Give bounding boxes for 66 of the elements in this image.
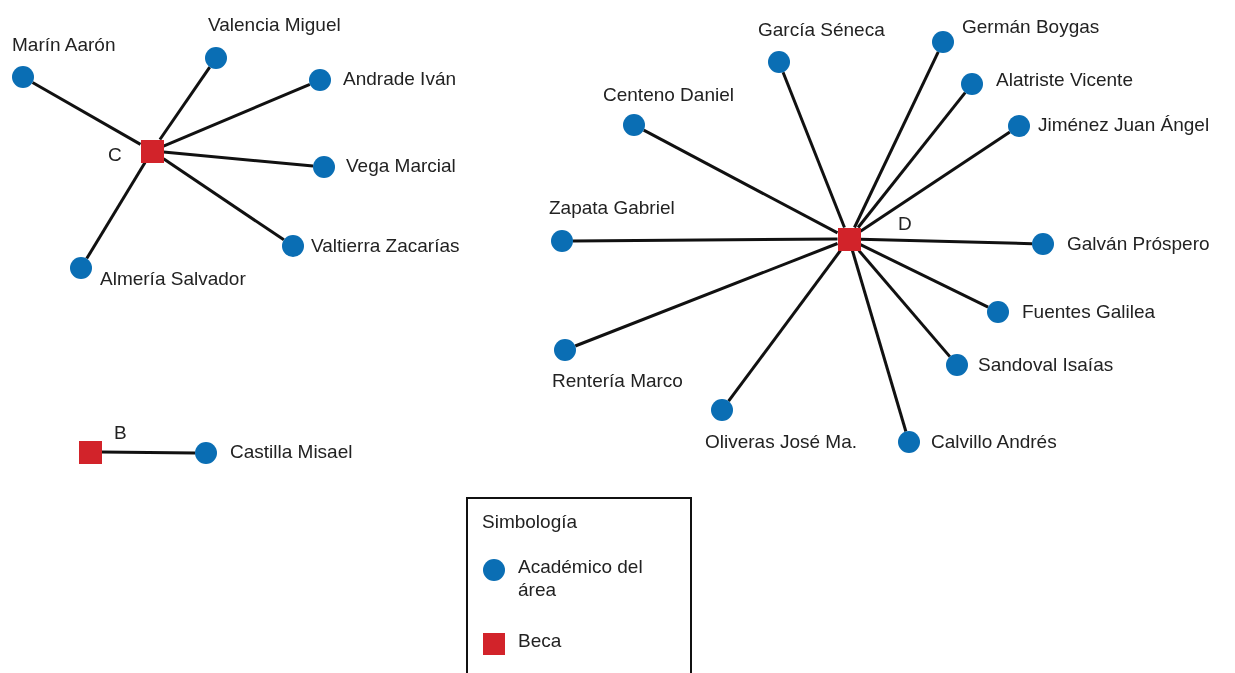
connector-line xyxy=(853,51,940,229)
name-label: Galván Próspero xyxy=(1067,233,1210,255)
member-dot xyxy=(961,73,983,95)
legend-text: Beca xyxy=(518,630,563,653)
member-dot xyxy=(623,114,645,136)
member-dot xyxy=(946,354,968,376)
connector-line xyxy=(856,91,967,229)
name-label: Valencia Miguel xyxy=(208,14,341,36)
member-dot xyxy=(1032,233,1054,255)
legend-title: Simbología xyxy=(482,511,578,534)
grant-square xyxy=(140,139,164,163)
connector-line xyxy=(857,249,951,358)
member-dot xyxy=(282,235,304,257)
connector-line xyxy=(31,81,142,146)
connector-line xyxy=(162,82,311,148)
name-label: Centeno Daniel xyxy=(603,84,734,106)
name-label: Andrade Iván xyxy=(343,68,457,90)
grant-label: C xyxy=(108,144,122,166)
name-label: Marín Aarón xyxy=(12,34,116,56)
member-dot xyxy=(987,301,1009,323)
connector-line xyxy=(850,250,908,432)
name-label: Rentería Marco xyxy=(552,370,683,392)
grant-square xyxy=(837,227,861,251)
name-label: Oliveras José Ma. xyxy=(705,431,858,453)
connector-line xyxy=(859,130,1011,233)
connector-line xyxy=(85,161,147,260)
connector-line xyxy=(727,249,842,403)
connector-line xyxy=(163,150,314,168)
connector-line xyxy=(573,237,838,243)
name-label: Alatriste Vicente xyxy=(996,69,1133,91)
grant-label: B xyxy=(114,422,127,444)
member-dot xyxy=(551,230,573,252)
member-dot xyxy=(711,399,733,421)
name-label: Fuentes Galilea xyxy=(1022,301,1156,323)
member-dot xyxy=(1008,115,1030,137)
name-label: Calvillo Andrés xyxy=(931,431,1057,453)
member-dot xyxy=(309,69,331,91)
connector-line xyxy=(859,243,989,309)
name-label: Valtierra Zacarías xyxy=(311,235,460,257)
grant-label: D xyxy=(898,213,912,235)
member-dot xyxy=(898,431,920,453)
grant-square xyxy=(78,440,102,464)
member-dot xyxy=(554,339,576,361)
connector-line xyxy=(860,237,1033,246)
connector-line xyxy=(162,157,285,242)
name-label: Castilla Misael xyxy=(230,441,353,463)
connector-line xyxy=(781,71,846,229)
name-label: Sandoval Isaías xyxy=(978,354,1114,376)
connector-line xyxy=(158,66,211,141)
member-dot xyxy=(768,51,790,73)
name-label: Germán Boygas xyxy=(962,16,1100,38)
member-dot xyxy=(205,47,227,69)
name-label: Almería Salvador xyxy=(100,268,246,290)
member-dot xyxy=(313,156,335,178)
name-label: Jiménez Juan Ángel xyxy=(1038,114,1210,136)
member-dot xyxy=(195,442,217,464)
name-label: García Séneca xyxy=(758,19,885,41)
member-dot xyxy=(70,257,92,279)
connector-line xyxy=(574,242,839,348)
name-label: Zapata Gabriel xyxy=(549,197,675,219)
connector-line xyxy=(643,128,839,235)
member-dot xyxy=(12,66,34,88)
name-label: Vega Marcial xyxy=(346,155,456,177)
legend-text: Académico del área xyxy=(518,556,644,602)
member-dot xyxy=(932,31,954,53)
connector-line xyxy=(101,450,195,455)
